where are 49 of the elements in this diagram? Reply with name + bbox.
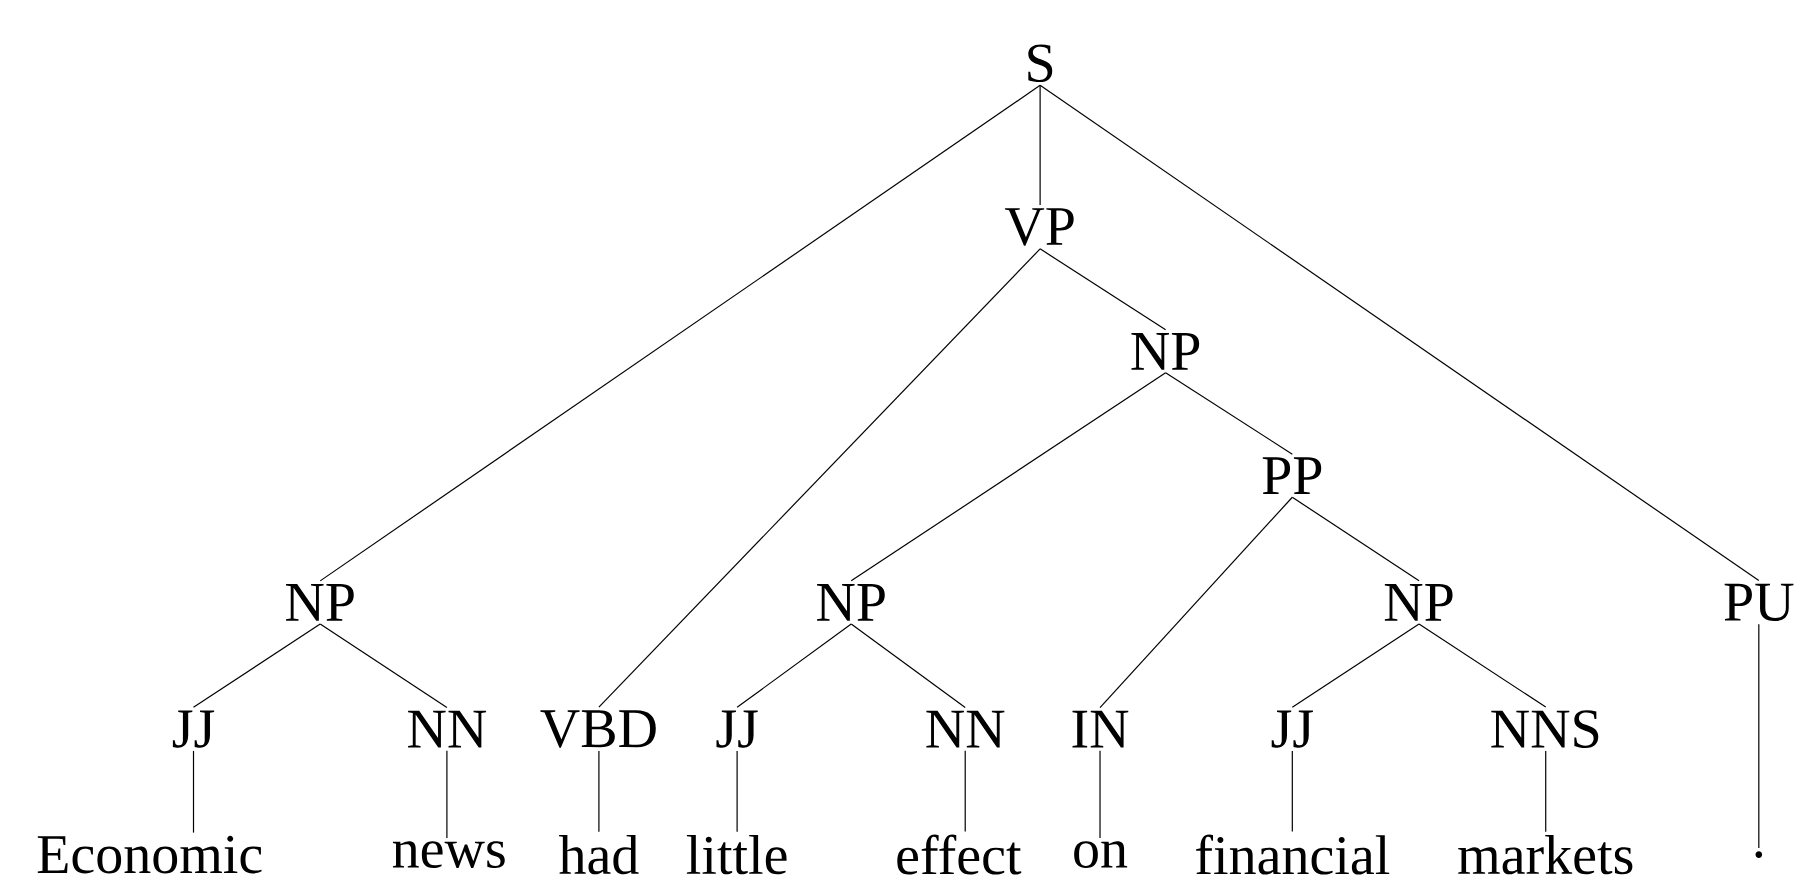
- tree-branch: [1291, 750, 1293, 832]
- tree-label: IN: [1072, 710, 1129, 748]
- tree-label: NNS: [1491, 710, 1599, 748]
- word: Economic: [37, 835, 262, 874]
- tree-label: PU: [1724, 583, 1794, 621]
- tree-label: S: [1028, 44, 1053, 83]
- word: had: [559, 834, 639, 875]
- tree-label: JJ: [172, 710, 215, 748]
- tree-branch: [1165, 372, 1293, 455]
- tree-label: PP: [1262, 457, 1322, 495]
- tree-branch: [319, 84, 1041, 582]
- tree-branch: [964, 750, 966, 832]
- word: effect: [897, 834, 1022, 875]
- tree-label: NN: [408, 710, 487, 748]
- tree-branch: [192, 750, 195, 834]
- tree-branch: [1039, 84, 1760, 582]
- word: markets: [1458, 834, 1633, 875]
- tree-label: JJ: [1271, 710, 1313, 748]
- tree-branch: [1039, 248, 1167, 331]
- tree-branch: [446, 750, 448, 839]
- tree-branch: [598, 248, 1041, 708]
- tree-branch: [1758, 623, 1760, 849]
- tree-branch: [1099, 496, 1293, 709]
- word: financial: [1196, 834, 1390, 875]
- word: little: [686, 834, 787, 875]
- tree-label: NP: [1131, 332, 1200, 370]
- tree-branch: [1291, 496, 1420, 582]
- tree-branch: [1099, 750, 1101, 839]
- tree-label: NP: [1384, 584, 1453, 621]
- word: .: [1755, 851, 1763, 858]
- tree-branch: [1039, 84, 1041, 206]
- tree-branch: [736, 623, 852, 708]
- tree-branch: [1418, 623, 1547, 708]
- tree-branch: [1545, 750, 1547, 833]
- tree-branch: [850, 623, 966, 709]
- word: news: [392, 841, 505, 869]
- tree-branch: [192, 623, 321, 708]
- tree-branch: [1291, 623, 1420, 708]
- tree-branch: [850, 372, 1167, 582]
- tree-label: JJ: [716, 710, 758, 748]
- tree-label: NP: [286, 584, 354, 621]
- tree-branch: [598, 750, 600, 833]
- word: on: [1074, 841, 1128, 869]
- tree-branch: [736, 750, 738, 833]
- tree-label: VBD: [540, 710, 656, 748]
- tree-branch: [319, 623, 448, 709]
- tree-label: VP: [1004, 208, 1074, 246]
- tree-label: NN: [926, 710, 1005, 748]
- tree-label: NP: [817, 584, 885, 621]
